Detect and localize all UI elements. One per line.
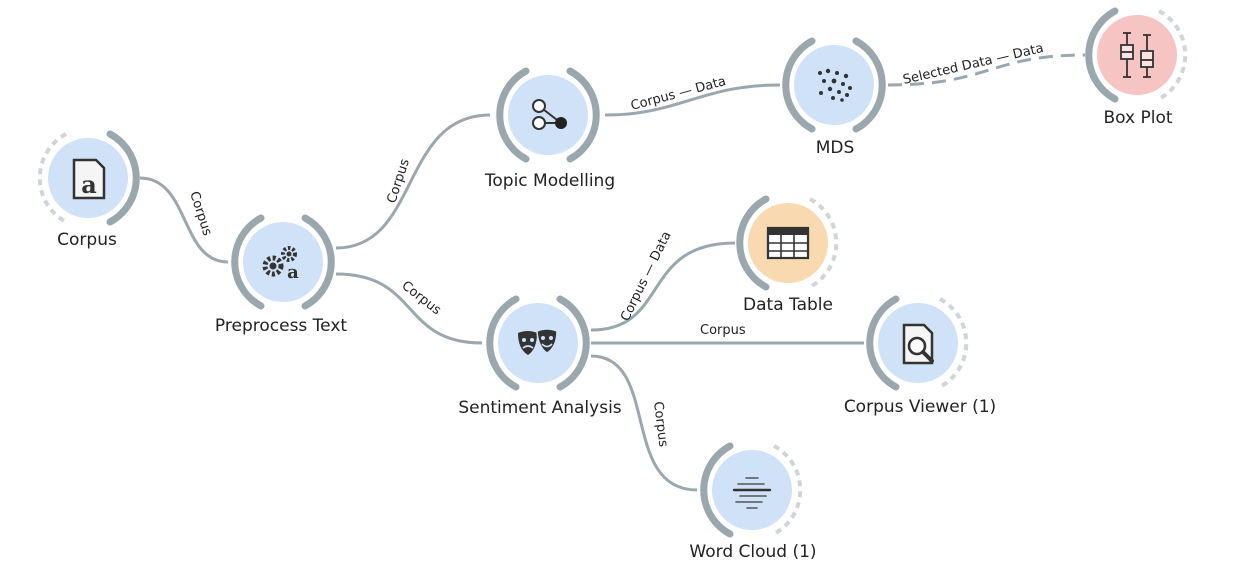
edge-label-mds-boxplot: Selected Data — Data: [902, 41, 1046, 88]
svg-text:a: a: [287, 262, 299, 283]
node-label-datatable: Data Table: [743, 295, 833, 315]
node-mds-bg: [794, 45, 874, 125]
node-label-mds: MDS: [816, 138, 855, 158]
node-preprocess[interactable]: a: [231, 214, 335, 310]
link-preprocess-sentiment[interactable]: [335, 272, 483, 345]
node-boxplot-bg: [1097, 15, 1177, 95]
link-sentiment-datatable[interactable]: [590, 241, 736, 332]
link-sentiment-wordcloud[interactable]: [590, 354, 698, 492]
gears-icon: a: [262, 246, 299, 283]
magnifier-document-icon: [902, 323, 934, 365]
node-topic-bg: [508, 75, 588, 155]
node-sentiment[interactable]: [486, 295, 590, 391]
edge-label-sentiment-wordcloud: Corpus: [650, 401, 670, 448]
links: [139, 53, 1086, 492]
link-topic-mds[interactable]: [604, 83, 781, 117]
table-grid-icon: [766, 226, 810, 260]
node-topic[interactable]: [496, 67, 600, 163]
link-preprocess-topic[interactable]: [335, 113, 491, 250]
edge-label-preprocess-sentiment: Corpus: [399, 278, 444, 318]
node-boxplot[interactable]: [1085, 7, 1188, 103]
node-label-sentiment: Sentiment Analysis: [458, 398, 621, 418]
node-preprocess-bg: [243, 222, 323, 302]
node-label-boxplot: Box Plot: [1103, 108, 1172, 128]
node-label-preprocess: Preprocess Text: [215, 316, 347, 336]
node-label-topic: Topic Modelling: [484, 171, 615, 191]
theater-masks-icon: [518, 328, 558, 355]
document-a-icon: a: [72, 158, 106, 200]
node-label-viewer: Corpus Viewer (1): [844, 397, 996, 417]
node-label-wordcloud: Word Cloud (1): [689, 542, 816, 562]
node-datatable[interactable]: [736, 195, 839, 291]
link-corpus-preprocess[interactable]: [139, 176, 229, 264]
edge-label-sentiment-viewer: Corpus: [700, 323, 746, 338]
node-viewer[interactable]: [866, 295, 969, 391]
link-mds-boxplot[interactable]: [887, 53, 1086, 87]
node-label-corpus: Corpus: [57, 230, 117, 250]
edge-label-sentiment-datatable: Corpus — Data: [618, 229, 674, 324]
svg-text:a: a: [81, 170, 97, 199]
node-sentiment-bg: [498, 303, 578, 383]
topic-graph-icon: [532, 99, 567, 130]
node-wordcloud[interactable]: [700, 442, 803, 538]
node-corpus[interactable]: a: [37, 130, 140, 226]
boxplot-icon: [1120, 32, 1154, 78]
word-cloud-icon: [732, 477, 772, 509]
scatter-dots-icon: [818, 68, 852, 102]
node-mds[interactable]: [782, 37, 886, 133]
edge-label-preprocess-topic: Corpus: [385, 157, 413, 205]
